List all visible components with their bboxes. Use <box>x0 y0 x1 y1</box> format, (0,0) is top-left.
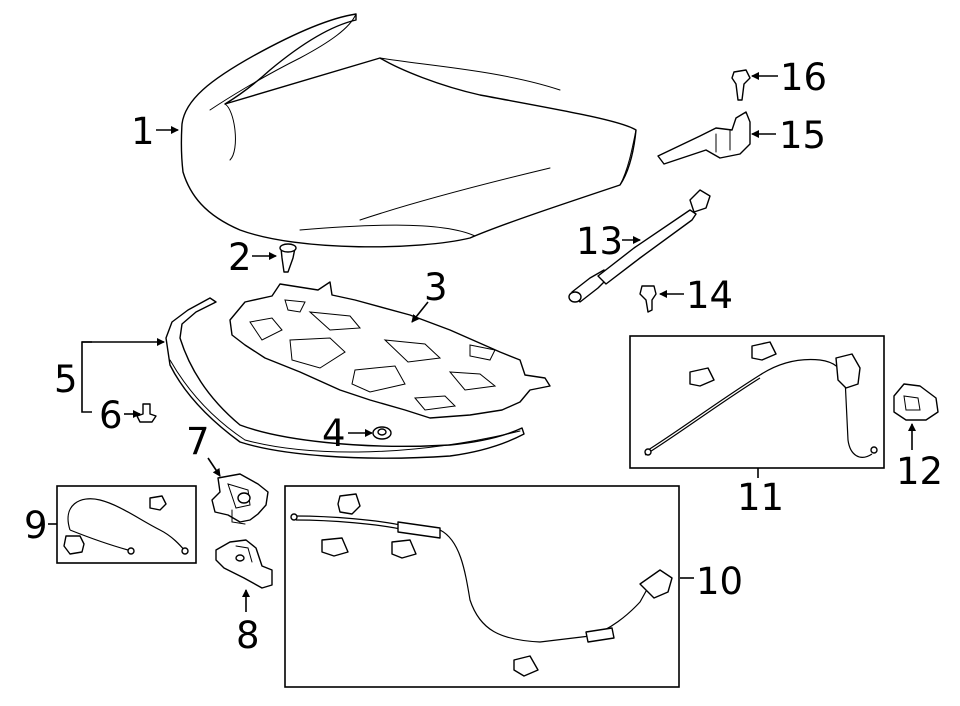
hinge-bolt <box>731 69 751 101</box>
seal-clip <box>136 403 157 423</box>
callout-5: 5 <box>54 358 78 401</box>
callout-7: 7 <box>186 420 210 463</box>
callout-13: 13 <box>576 220 623 263</box>
callout-2: 2 <box>228 236 252 279</box>
callout-15: 15 <box>779 114 826 157</box>
callout-8: 8 <box>236 614 260 657</box>
release-cable-kit-box <box>56 485 197 564</box>
hood-striker <box>215 539 273 589</box>
callout-4: 4 <box>322 412 346 455</box>
hood-insulator <box>229 281 551 419</box>
release-cable-box <box>284 485 680 688</box>
hood-bumper <box>279 243 297 273</box>
hood-hinge <box>657 111 751 165</box>
callout-9: 9 <box>24 504 48 547</box>
callout-11: 11 <box>737 476 784 519</box>
grommet <box>372 426 392 440</box>
callout-14: 14 <box>686 274 733 317</box>
callout-10: 10 <box>696 560 743 603</box>
hood-panel <box>180 13 637 248</box>
hood-lift-support <box>568 189 711 303</box>
callout-3: 3 <box>424 266 448 309</box>
callout-1: 1 <box>131 110 155 153</box>
hood-seal <box>165 297 525 459</box>
callout-6: 6 <box>99 394 123 437</box>
callout-12: 12 <box>896 450 943 493</box>
leader-lines <box>48 72 916 612</box>
hood-latch <box>211 473 269 525</box>
latch-bracket <box>893 383 939 421</box>
hood-release-cable-box <box>629 335 885 469</box>
strut-bolt <box>639 285 657 313</box>
callout-16: 16 <box>780 56 827 99</box>
